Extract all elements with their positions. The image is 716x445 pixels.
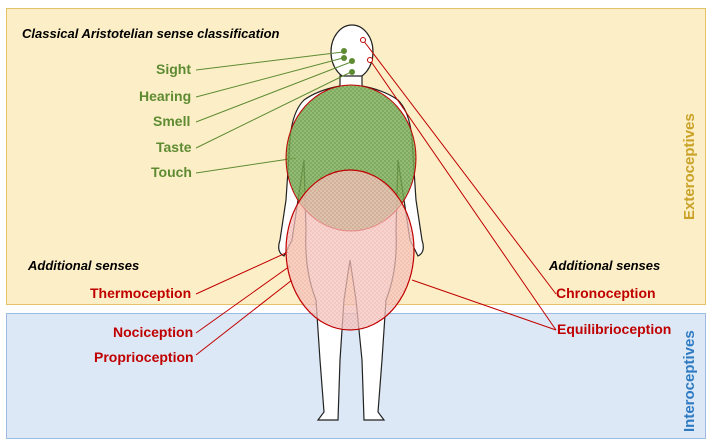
sense-equilibrioception: Equilibrioception bbox=[557, 321, 672, 337]
sense-taste: Taste bbox=[156, 139, 192, 155]
head-sense-dots bbox=[341, 37, 373, 75]
sense-hearing: Hearing bbox=[139, 88, 192, 104]
exteroceptives-label: Exteroceptives bbox=[681, 113, 698, 220]
additional-heading-left: Additional senses bbox=[28, 258, 140, 273]
sense-touch: Touch bbox=[151, 164, 192, 180]
title: Classical Aristotelian sense classificat… bbox=[22, 26, 280, 41]
additional-heading-right: Additional senses bbox=[549, 258, 661, 273]
sense-nociception: Nociception bbox=[113, 324, 194, 340]
interoceptive-region bbox=[6, 313, 706, 439]
sense-chronoception: Chronoception bbox=[556, 285, 656, 301]
sense-thermoception: Thermoception bbox=[90, 285, 192, 301]
interoceptives-label: Interoceptives bbox=[681, 330, 698, 432]
sense-sight: Sight bbox=[156, 61, 191, 77]
sense-proprioception: Proprioception bbox=[94, 349, 194, 365]
additional-senses-circle bbox=[285, 169, 415, 331]
sense-smell: Smell bbox=[153, 113, 191, 129]
connector-lines bbox=[195, 39, 557, 356]
